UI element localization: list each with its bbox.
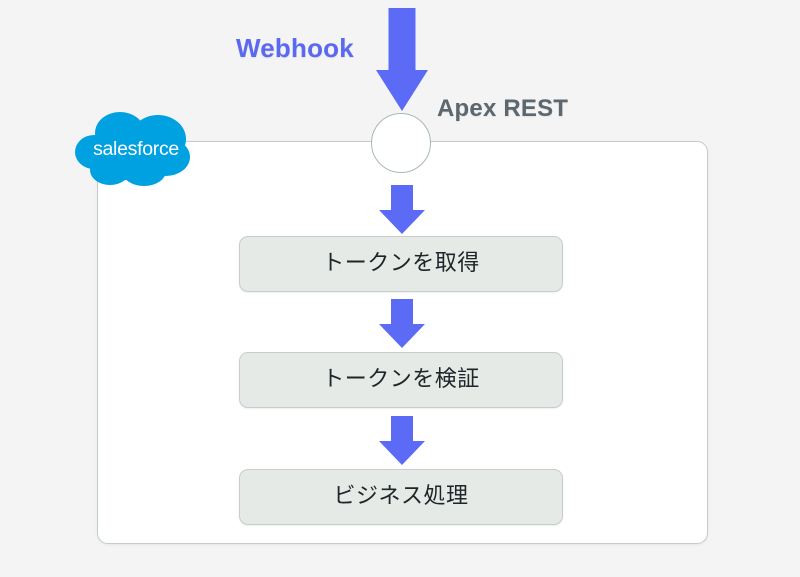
salesforce-wordmark: salesforce [93,138,179,160]
process-box-label: ビジネス処理 [333,484,469,509]
process-box-label: トークンを検証 [322,367,480,392]
process-box-get-token: トークンを取得 [239,236,563,292]
apex-rest-label: Apex REST [437,95,569,122]
webhook-down-arrow-icon [376,8,428,111]
process-box-label: トークンを取得 [322,251,480,276]
flow-arrow-3-icon [379,416,425,465]
apex-rest-endpoint-node [371,113,431,173]
flow-arrow-2-icon [379,299,425,348]
webhook-label: Webhook [236,33,354,63]
salesforce-cloud-logo: salesforce [74,107,198,192]
flow-arrow-1-icon [379,185,425,234]
process-box-business-logic: ビジネス処理 [239,469,563,525]
process-box-verify-token: トークンを検証 [239,352,563,408]
